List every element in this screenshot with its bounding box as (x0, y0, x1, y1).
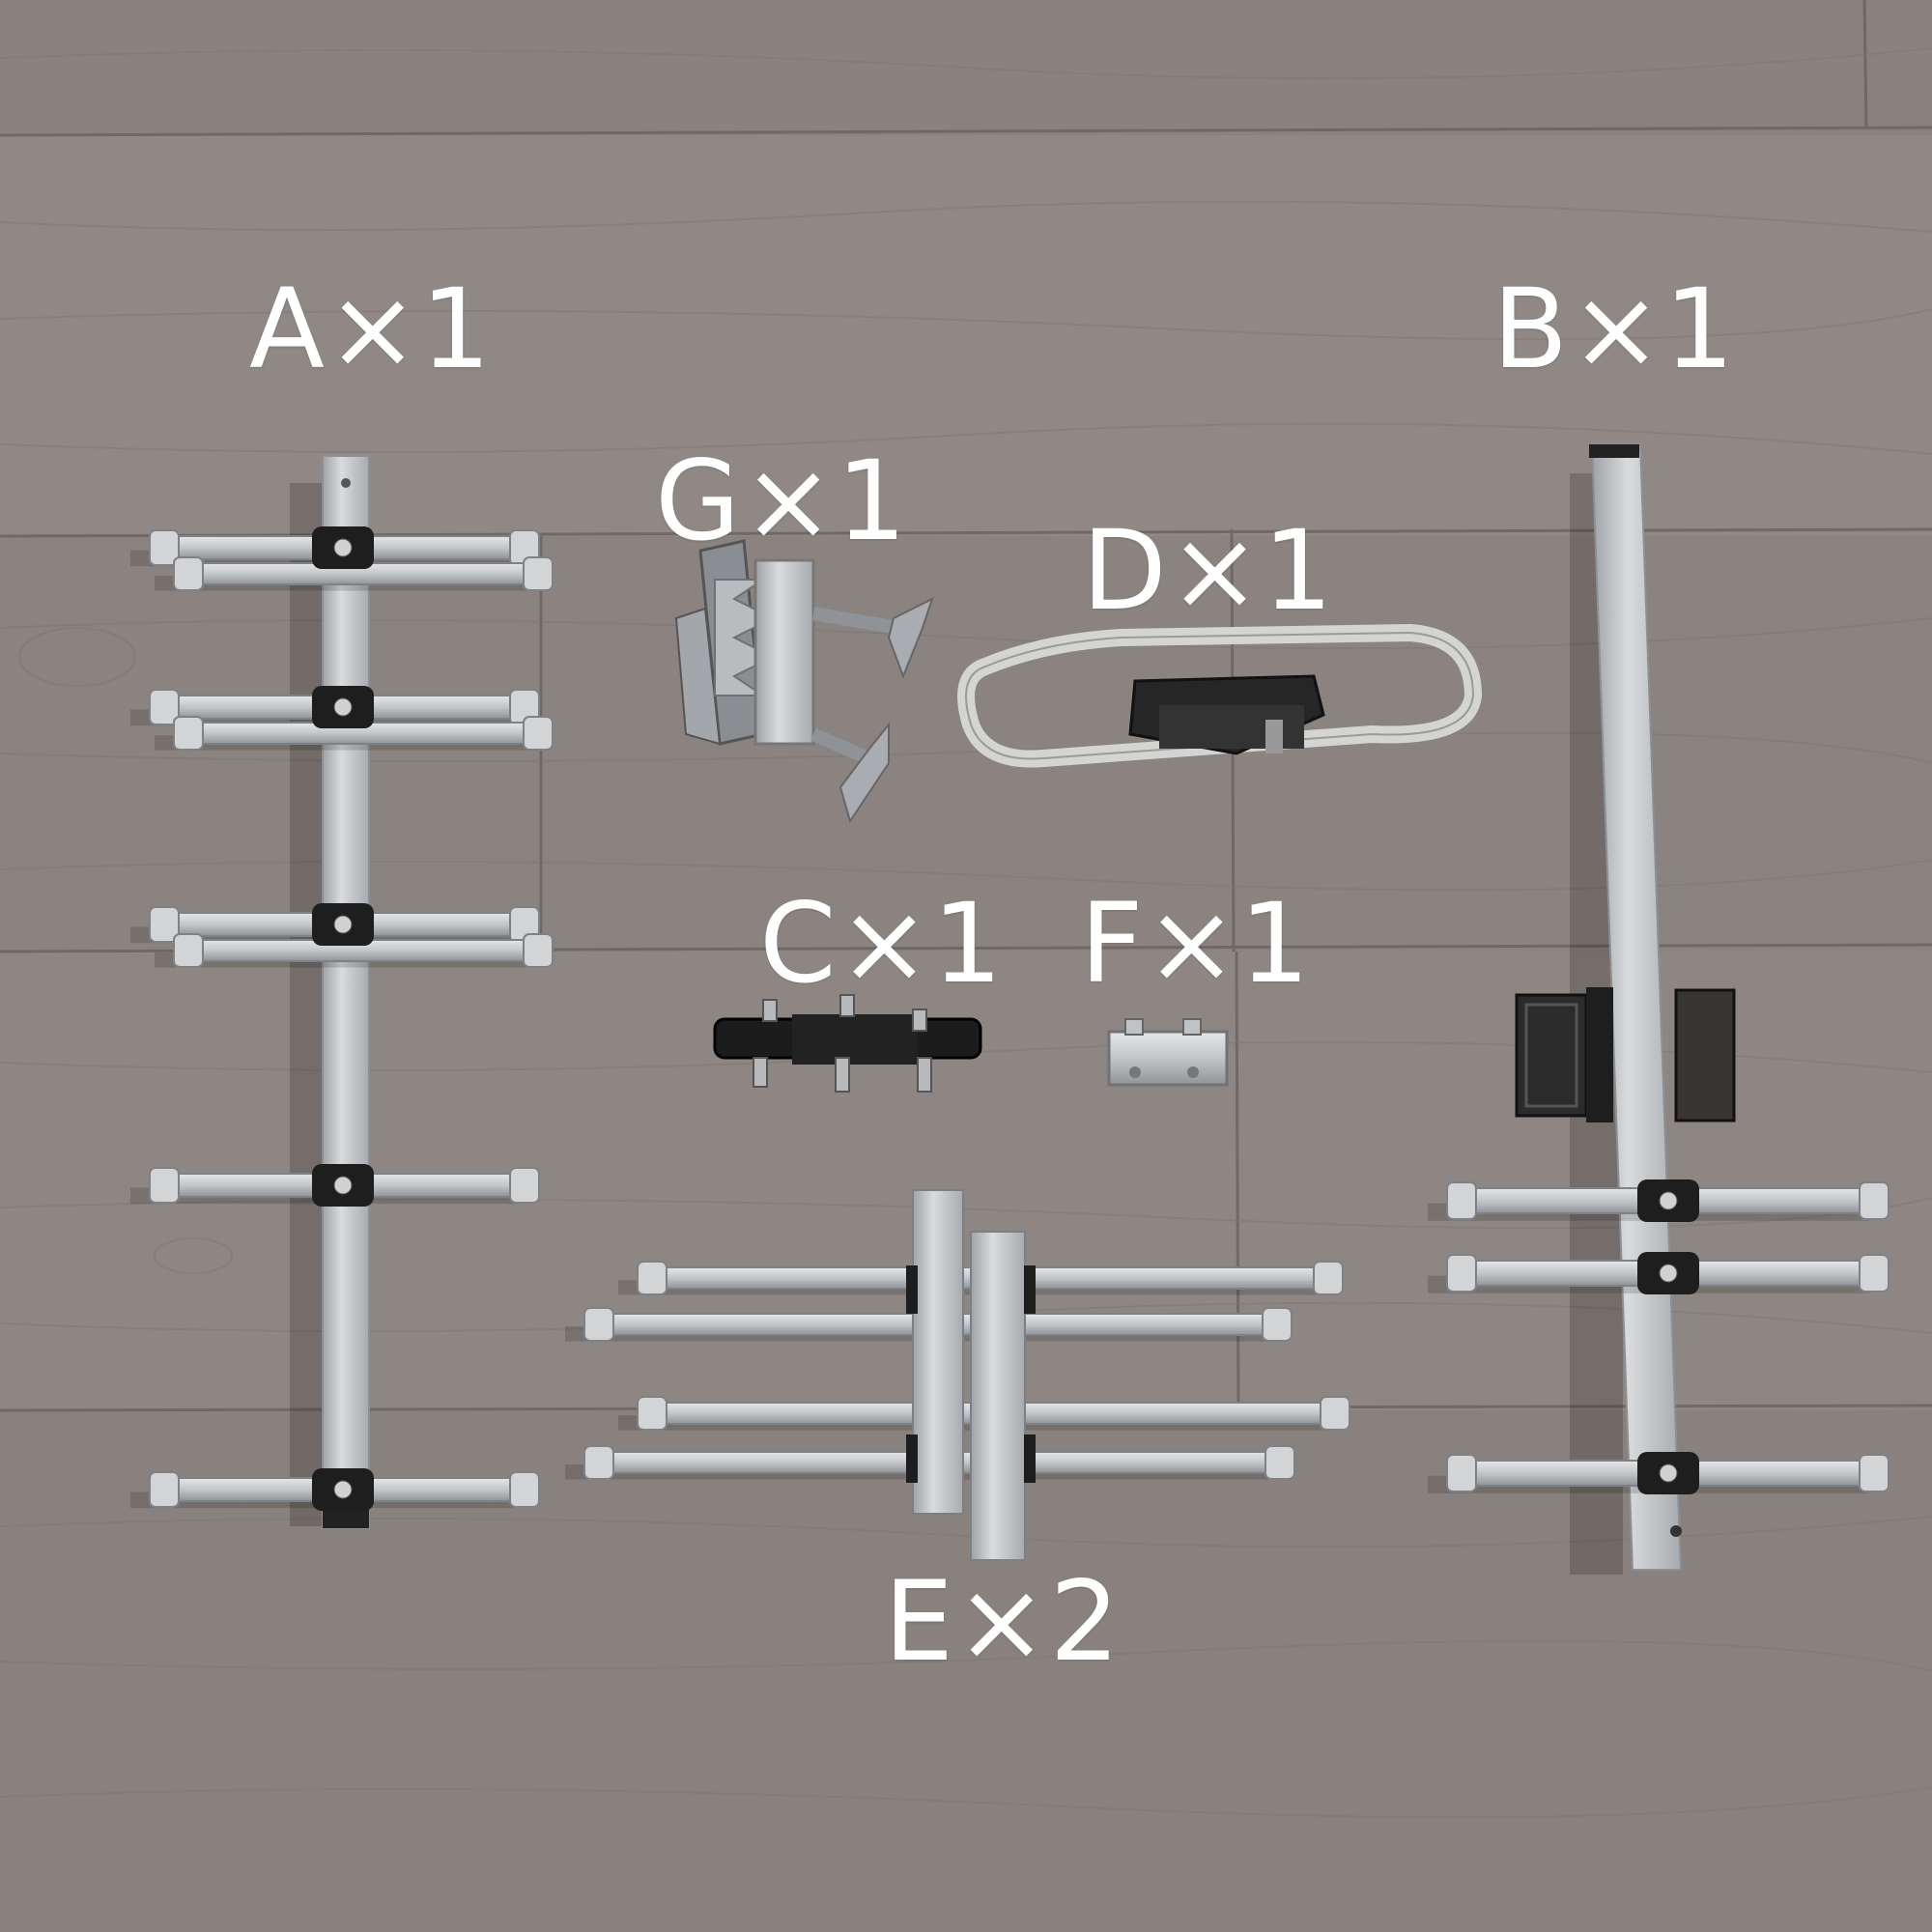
part-e-element-pairs (565, 1189, 1350, 1561)
label-part-f: F×1 (1080, 879, 1312, 1008)
label-part-c: C×1 (759, 879, 1005, 1008)
a-element-rod-3 (130, 1167, 540, 1205)
a-element-clip-3-screw (333, 1176, 353, 1195)
label-part-e: E×2 (884, 1557, 1122, 1686)
b-element-clip-2-screw (1659, 1463, 1678, 1483)
part-d-strap-mount (957, 623, 1483, 768)
a-element-rod-1b (155, 716, 554, 751)
label-part-a: A×1 (249, 265, 494, 393)
a-element-clip-4-screw (333, 1480, 353, 1499)
part-f-joint-plate (1107, 1018, 1229, 1087)
part-c-connector-block (713, 994, 982, 1093)
label-part-g: G×1 (655, 437, 909, 565)
a-element-clip-0-screw (333, 538, 353, 557)
label-part-d: D×1 (1082, 506, 1335, 635)
part-g-mast-clamp (674, 539, 934, 824)
part-b-antenna-boom (1428, 443, 1889, 1575)
b-element-clip-0-screw (1659, 1191, 1678, 1210)
b-element-clip-1-screw (1659, 1264, 1678, 1283)
label-part-b: B×1 (1492, 265, 1737, 393)
a-element-clip-2-screw (333, 915, 353, 934)
a-element-rod-0b (155, 556, 554, 591)
a-element-clip-1-screw (333, 697, 353, 717)
part-a-antenna-section (130, 455, 554, 1529)
